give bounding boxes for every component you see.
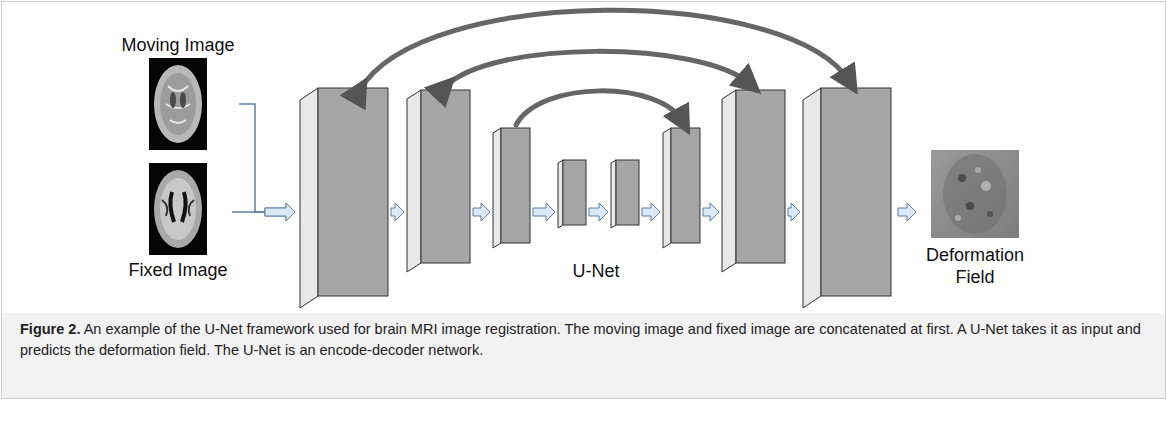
block-arrow xyxy=(265,203,295,221)
inner-block-arrows xyxy=(533,203,555,221)
caption-band xyxy=(2,313,1165,398)
inner-block-arrows xyxy=(391,203,404,221)
network-group: U-Net xyxy=(298,86,894,310)
feature-map-slabs xyxy=(493,128,501,248)
feature-map-slabs xyxy=(421,90,470,263)
inner-block-arrows xyxy=(703,203,719,221)
connector-line xyxy=(239,104,265,212)
feature-map-slabs xyxy=(671,128,700,243)
deformation-field-image xyxy=(975,167,981,173)
deformation-field-image xyxy=(987,211,993,217)
moving-brain-image xyxy=(170,92,176,108)
inner-block-arrows xyxy=(391,203,800,221)
node-label: Fixed Image xyxy=(126,259,230,281)
image-panel: Moving Image xyxy=(119,34,237,152)
deformation-field-image xyxy=(958,174,966,182)
moving-brain-image xyxy=(149,58,207,150)
image-slot xyxy=(919,148,1031,238)
deformation-field-image xyxy=(943,154,1007,234)
image-slot xyxy=(126,163,230,255)
block-arrow-connector xyxy=(239,104,295,221)
moving-brain-image xyxy=(160,73,196,135)
fixed-brain-image xyxy=(149,163,207,255)
fixed-brain-image xyxy=(170,192,185,222)
fixed-brain-image xyxy=(154,170,202,248)
block-arrow-connector xyxy=(898,203,916,221)
skip-connections xyxy=(360,10,850,125)
feature-map-slabs xyxy=(722,90,736,272)
figure-frame xyxy=(2,2,1166,399)
inner-block-arrows xyxy=(589,203,608,221)
feature-map-slabs xyxy=(318,88,388,296)
feature-map-slabs xyxy=(563,160,586,225)
moving-brain-image xyxy=(180,92,186,108)
inner-block-arrows xyxy=(788,203,800,221)
inner-block-arrows xyxy=(473,203,490,221)
feature-map-slabs xyxy=(300,88,318,308)
feature-map-slabs xyxy=(616,160,639,225)
image-panel: Deformation Field xyxy=(919,148,1031,288)
feature-map-slabs xyxy=(611,160,616,228)
deformation-field-image xyxy=(931,150,1019,238)
node-label: U-Net xyxy=(298,260,894,282)
inner-block-arrows xyxy=(642,203,660,221)
feature-map-slabs xyxy=(803,88,821,308)
feature-map-slabs xyxy=(407,90,421,272)
skip-connections xyxy=(516,91,683,125)
figure-caption: Figure 2. An example of the U-Net framew… xyxy=(20,319,1148,361)
block-arrow-connector xyxy=(232,203,295,221)
connector-line xyxy=(232,211,265,213)
moving-brain-image xyxy=(149,58,207,150)
deformation-field-image xyxy=(981,181,991,191)
skip-connections xyxy=(360,10,850,90)
deformation-field-image xyxy=(966,202,974,210)
feature-map-slabs xyxy=(501,128,530,243)
feature-map-slabs xyxy=(736,90,785,263)
block-arrow xyxy=(898,203,916,221)
feature-map-slabs xyxy=(663,128,671,248)
caption-number: Figure 2. xyxy=(20,321,80,337)
fixed-brain-image xyxy=(160,178,196,240)
node-label: Deformation Field xyxy=(919,244,1031,288)
fixed-brain-image xyxy=(149,163,207,255)
image-slot xyxy=(119,58,237,152)
moving-brain-image xyxy=(166,86,190,123)
deformation-field-image xyxy=(931,150,1019,238)
image-panel: Fixed Image xyxy=(126,163,230,281)
deformation-field-image xyxy=(955,215,961,221)
fixed-brain-image xyxy=(162,200,194,216)
feature-map-slabs xyxy=(558,160,563,228)
skip-connections xyxy=(445,51,750,87)
moving-brain-image xyxy=(154,65,202,143)
feature-map-slabs xyxy=(821,88,891,296)
node-label: Moving Image xyxy=(119,34,237,56)
block-arrow xyxy=(265,203,295,221)
